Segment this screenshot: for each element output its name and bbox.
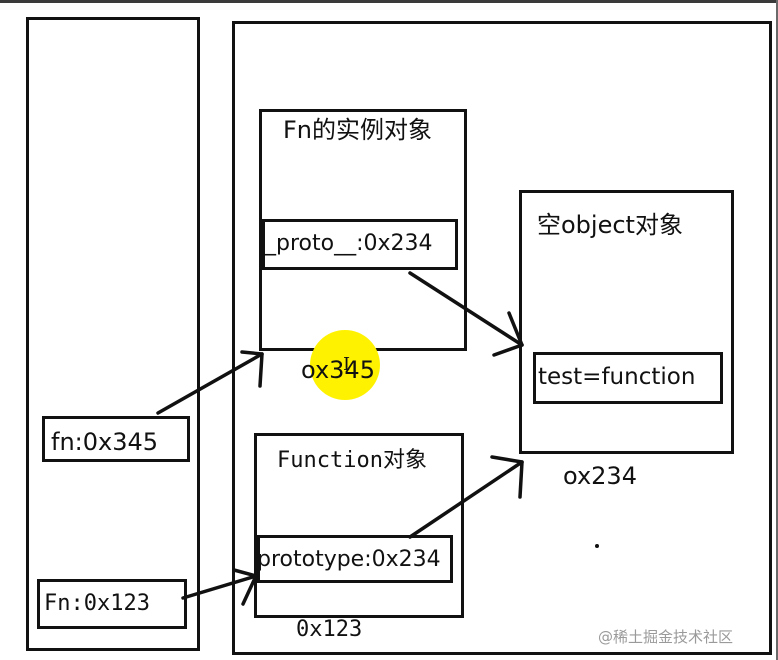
stack-frame xyxy=(26,17,200,651)
prototype-field-label: prototype:0x234 xyxy=(257,547,441,572)
proto-field-box xyxy=(262,219,458,270)
Fn-variable-label: Fn:0x123 xyxy=(44,591,150,616)
prototype-field-box xyxy=(257,535,453,583)
Fn-variable-box xyxy=(37,579,187,629)
cursor-highlight xyxy=(310,330,380,400)
test-field-label: test=function xyxy=(538,364,696,390)
function-object-address: 0x123 xyxy=(296,617,363,642)
arrow-Fn-to-function xyxy=(181,568,258,606)
arrow-prototype-to-object xyxy=(408,455,524,539)
text-cursor-icon: I xyxy=(343,354,351,375)
window-top-border xyxy=(0,0,778,3)
arrow-fn-to-instance xyxy=(156,350,264,415)
fn-variable-label: fn:0x345 xyxy=(51,428,159,456)
instance-object-title: Fn的实例对象 xyxy=(283,116,433,144)
stray-dot xyxy=(595,544,599,548)
fn-variable-box xyxy=(42,416,190,462)
empty-object-address: ox234 xyxy=(563,462,637,490)
empty-object-title: 空object对象 xyxy=(537,211,683,239)
window-right-border xyxy=(776,0,778,660)
test-field-box xyxy=(533,352,723,404)
instance-address-label: ox345 xyxy=(301,356,375,384)
watermark: @稀土掘金技术社区 xyxy=(598,628,734,646)
empty-object-box xyxy=(519,190,734,454)
arrow-proto-to-object xyxy=(408,271,524,357)
proto-field-label: _proto__:0x234 xyxy=(265,231,433,256)
function-object-box xyxy=(254,433,464,618)
heap-frame xyxy=(232,21,772,655)
function-object-title: Function对象 xyxy=(277,448,427,473)
